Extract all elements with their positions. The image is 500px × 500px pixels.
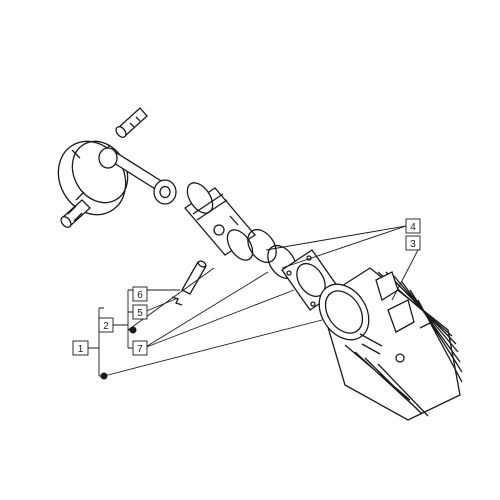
piston-icon	[184, 182, 256, 261]
crankshaft-icon	[57, 107, 177, 228]
callouts: 1 2 3 4 5 6 7	[72, 218, 421, 380]
callout-2: 2	[98, 317, 114, 333]
cylinder-icon	[318, 267, 463, 421]
callout-1: 1	[72, 340, 89, 356]
callout-3: 3	[405, 235, 421, 251]
callout-4: 4	[405, 218, 421, 234]
piston-pin-icon	[171, 260, 207, 306]
callout-5: 5	[132, 304, 148, 320]
leader-dot	[100, 372, 108, 380]
callout-label: 4	[410, 222, 416, 233]
callout-label: 6	[137, 290, 143, 301]
callout-label: 2	[103, 321, 109, 332]
callout-label: 1	[78, 344, 84, 355]
callout-7: 7	[132, 340, 148, 356]
callout-label: 7	[137, 344, 143, 355]
callout-label: 3	[410, 239, 416, 250]
callout-label: 5	[137, 308, 143, 319]
callout-leaders	[88, 225, 419, 377]
leader-dot	[129, 326, 137, 334]
callout-6: 6	[132, 286, 148, 302]
